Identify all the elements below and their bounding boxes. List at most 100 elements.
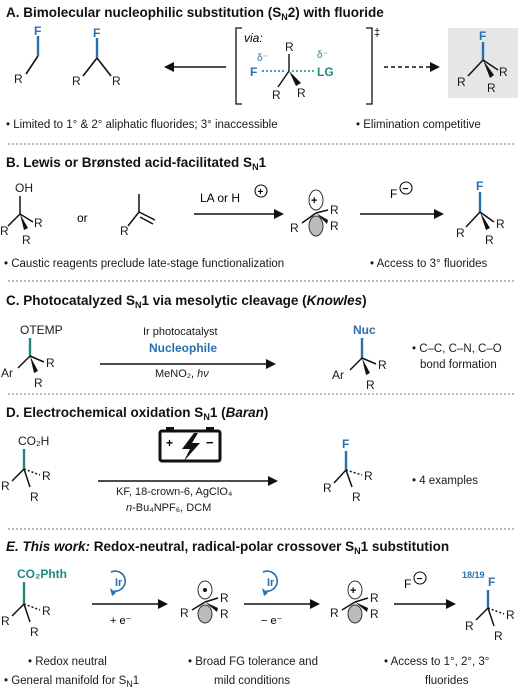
section-e-scheme: CO₂Phth R R R Ir + e⁻ R R R Ir − e⁻ <box>1 567 515 643</box>
svg-text:LG: LG <box>317 65 334 79</box>
svg-text:R: R <box>330 219 339 233</box>
svg-text:R: R <box>220 591 229 605</box>
svg-text:18/19: 18/19 <box>462 570 485 580</box>
r-label: R <box>14 72 23 86</box>
nucleophile-label: Nucleophile <box>149 341 218 355</box>
svg-text:F: F <box>93 26 100 40</box>
section-e-bullet-3a: • Broad FG tolerance and <box>188 656 318 668</box>
svg-text:R: R <box>72 74 81 88</box>
svg-text:R: R <box>352 490 361 504</box>
svg-text:R: R <box>42 604 51 618</box>
fluoride-product-d: F R R R <box>323 437 373 504</box>
catalyst-label: Ir photocatalyst <box>143 326 218 338</box>
svg-text:R: R <box>330 606 339 620</box>
svg-text:R: R <box>487 81 496 95</box>
arrow-reagent-d <box>98 476 278 486</box>
carbocation-structure: + R R R <box>290 189 339 237</box>
section-e-bullet-3b: mild conditions <box>214 675 291 687</box>
section-a-scheme: R F R R F ‡ via: δ⁻ F R R R δ⁻ LG <box>14 24 518 105</box>
separator-de <box>8 528 514 530</box>
svg-text:+: + <box>166 436 173 450</box>
svg-text:R: R <box>323 481 332 495</box>
svg-text:R: R <box>366 378 375 392</box>
svg-text:−: − <box>403 184 409 195</box>
svg-text:R: R <box>297 86 306 100</box>
separator-ab <box>8 143 514 145</box>
svg-text:R: R <box>180 606 189 620</box>
arrow-fluoride-e: F − <box>394 571 456 609</box>
svg-text:OTEMP: OTEMP <box>20 323 63 337</box>
svg-text:Ar: Ar <box>1 366 13 380</box>
svg-text:R: R <box>370 607 379 621</box>
ir-catalyst-icon: Ir <box>115 577 123 589</box>
section-a-header: A. Bimolecular nucleophilic substitution… <box>6 5 384 22</box>
svg-text:−: − <box>417 574 423 585</box>
svg-text:R: R <box>456 226 465 240</box>
svg-text:R: R <box>120 224 129 238</box>
svg-text:R: R <box>112 74 121 88</box>
arrow-ir-oxidation: Ir − e⁻ <box>244 570 320 627</box>
alkene-structure: R <box>120 194 156 238</box>
svg-text:F: F <box>390 187 397 201</box>
section-b-header: B. Lewis or Brønsted acid-facilitated SN… <box>6 155 267 172</box>
svg-text:CO₂H: CO₂H <box>18 434 49 448</box>
svg-text:F: F <box>479 29 486 43</box>
section-d-header: D. Electrochemical oxidation SN1 (Baran) <box>6 405 269 422</box>
svg-text:LA or H: LA or H <box>200 191 240 205</box>
svg-text:R: R <box>378 358 387 372</box>
svg-text:R: R <box>1 614 10 628</box>
svg-text:F: F <box>404 577 411 591</box>
svg-text:R: R <box>485 233 494 247</box>
otemp-substrate-structure: OTEMP Ar R R <box>1 323 63 390</box>
svg-text:R: R <box>506 608 515 622</box>
svg-text:R: R <box>290 221 299 235</box>
svg-text:R: R <box>499 65 508 79</box>
tertiary-fluoride-product-b: F R R R <box>456 179 505 247</box>
solvent-label: MeNO₂, hν <box>155 368 209 380</box>
tertiary-alcohol-structure: OH R R R <box>0 181 43 247</box>
radical-intermediate-structure: R R R <box>180 580 229 624</box>
section-b-scheme: OH R R R or R LA or H + + R R R <box>0 179 505 247</box>
fluoride-product-e: 18/19 F R R R <box>462 570 515 643</box>
svg-text:R: R <box>46 356 55 370</box>
svg-text:R: R <box>0 224 9 238</box>
svg-text:R: R <box>285 40 294 54</box>
arrow-reagent-c <box>100 359 276 369</box>
svg-text:R: R <box>34 376 43 390</box>
section-e-bullet-4a: • Access to 1°, 2°, 3° <box>384 656 490 668</box>
secondary-fluoride-structure: R R F <box>72 26 121 88</box>
section-a-bullet-right: • Elimination competitive <box>356 119 481 131</box>
svg-text:F: F <box>476 179 483 193</box>
f-label: F <box>34 24 41 38</box>
primary-fluoride-structure: R F <box>14 24 41 86</box>
svg-text:R: R <box>30 490 39 504</box>
section-d-bullet: • 4 examples <box>412 475 479 487</box>
nuc-product-structure: Nuc Ar R R <box>332 323 387 392</box>
svg-text:F: F <box>488 575 495 589</box>
svg-text:R: R <box>22 233 31 247</box>
arrow-ir-reduction: Ir + e⁻ <box>92 570 168 627</box>
section-e-bullet-4b: fluorides <box>425 675 469 687</box>
svg-text:−: − <box>206 435 214 450</box>
via-label: via: <box>244 31 263 45</box>
svg-text:+ e⁻: + e⁻ <box>110 615 132 627</box>
tertiary-fluoride-structure: F R R R <box>457 29 508 95</box>
svg-text:R: R <box>465 619 474 633</box>
carbocation-intermediate-structure: + R R R <box>330 580 379 624</box>
section-d-scheme: CO₂H R R R + − F R R R <box>1 427 373 504</box>
svg-text:R: R <box>272 88 281 102</box>
section-b-bullet-right: • Access to 3° fluorides <box>370 258 488 270</box>
arrow-left <box>164 62 226 72</box>
svg-text:F: F <box>342 437 349 451</box>
section-a-bullet-left: • Limited to 1° & 2° aliphatic fluorides… <box>6 119 278 131</box>
section-e-header: E. This work: Redox-neutral, radical-pol… <box>6 539 450 556</box>
svg-text:+: + <box>258 187 264 198</box>
acid-substrate-structure: CO₂H R R R <box>1 434 51 504</box>
svg-text:Ir: Ir <box>267 577 275 589</box>
svg-text:R: R <box>496 217 505 231</box>
arrow-reagent-b: LA or H + <box>194 184 284 219</box>
svg-text:R: R <box>370 591 379 605</box>
reagents-line-1: KF, 18-crown-6, AgClO₄ <box>116 486 233 498</box>
svg-text:R: R <box>220 607 229 621</box>
or-label: or <box>77 211 88 225</box>
